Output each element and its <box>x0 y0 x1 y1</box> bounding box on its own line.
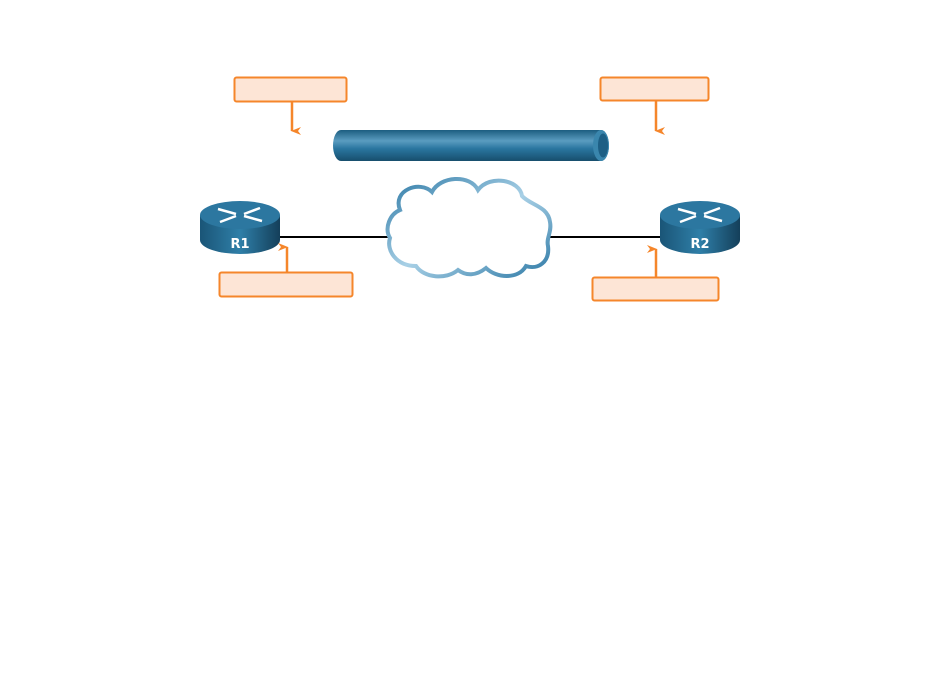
callout-box-top-left <box>233 76 348 103</box>
tunnel-icon <box>333 130 609 161</box>
router-arrows-icon <box>217 206 263 224</box>
callout-box-top-right <box>599 76 710 102</box>
router-arrows-icon <box>677 206 723 224</box>
router-label: R2 <box>690 237 709 252</box>
router-r1[interactable]: R1 <box>200 201 280 254</box>
router-r2[interactable]: R2 <box>660 201 740 254</box>
cloud-icon <box>385 176 553 279</box>
callout-box-bottom-right <box>591 276 720 302</box>
callout-box-bottom-left <box>218 271 354 298</box>
router-label: R1 <box>230 237 249 252</box>
